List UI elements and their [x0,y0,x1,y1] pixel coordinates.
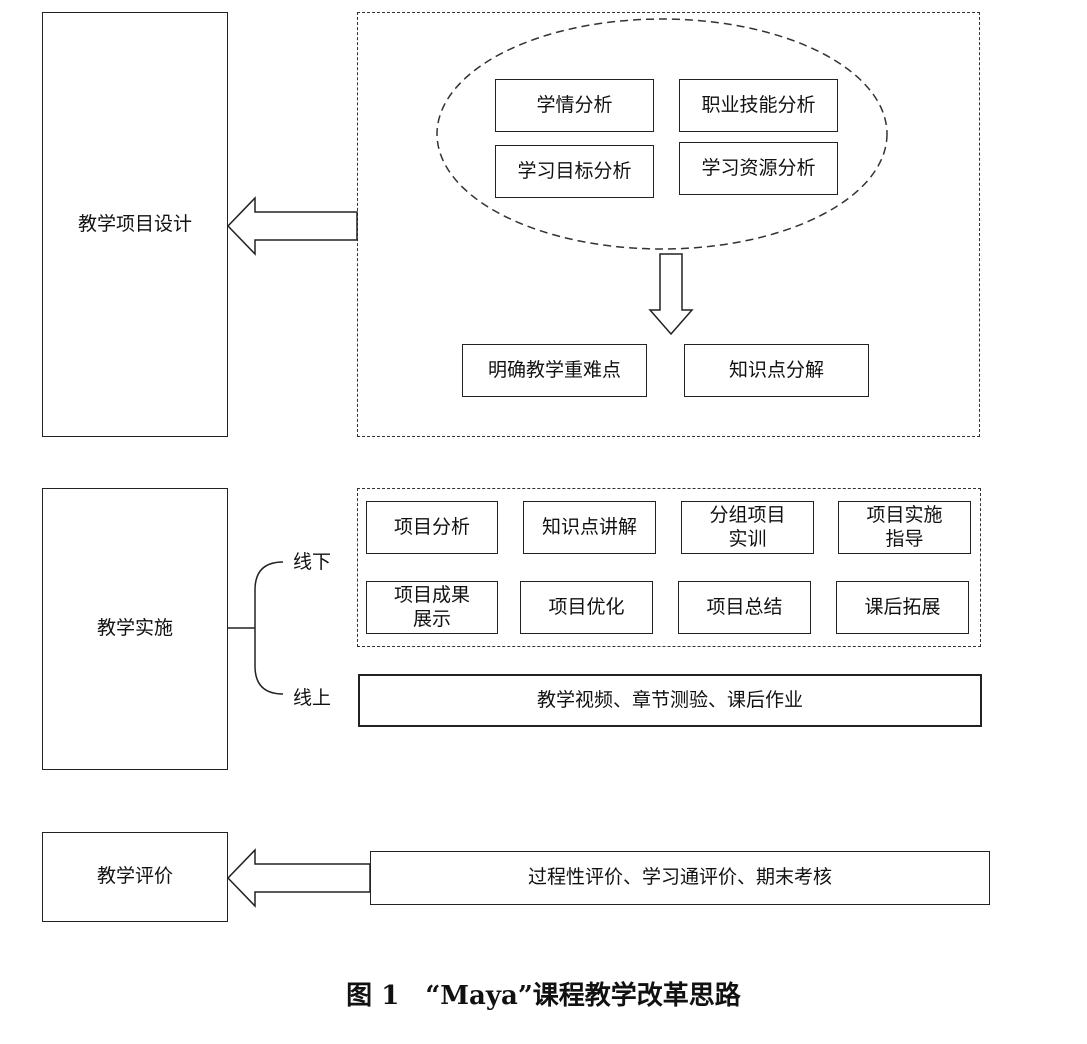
implement-box: 教学实施 [42,488,228,770]
implement-label: 教学实施 [96,617,173,640]
offline-item-2: 知识点讲解 [523,501,656,554]
design-box: 教学项目设计 [42,12,228,437]
evaluate-label: 教学评价 [96,865,173,888]
design-label: 教学项目设计 [77,212,192,235]
offline-item-3: 分组项目 实训 [681,501,814,554]
analysis-ellipse [436,18,888,250]
offline-item-8: 课后拓展 [836,581,969,634]
arrow-down-analysis [648,253,694,336]
outcome-box-1: 明确教学重难点 [462,344,647,397]
analysis-item-2: 职业技能分析 [679,79,838,132]
offline-item-6: 项目优化 [520,581,653,634]
offline-item-7: 项目总结 [678,581,811,634]
offline-region [357,488,981,647]
evaluation-content-box: 过程性评价、学习通评价、期末考核 [370,851,990,905]
offline-item-1: 项目分析 [366,501,498,554]
offline-item-4: 项目实施 指导 [838,501,971,554]
offline-item-5: 项目成果 展示 [366,581,498,634]
evaluate-box: 教学评价 [42,832,228,922]
figure-caption: 图 1 “Maya”课程教学改革思路 [346,981,741,1011]
online-box: 教学视频、章节测验、课后作业 [358,674,982,727]
analysis-item-3: 学习目标分析 [495,145,654,198]
analysis-item-1: 学情分析 [495,79,654,132]
offline-label: 线下 [293,551,332,573]
online-label: 线上 [293,687,332,709]
analysis-item-4: 学习资源分析 [679,142,838,195]
outcome-box-2: 知识点分解 [684,344,869,397]
arrow-left-design [226,196,358,256]
arrow-left-evaluate [226,848,371,908]
implement-bracket [228,561,284,695]
